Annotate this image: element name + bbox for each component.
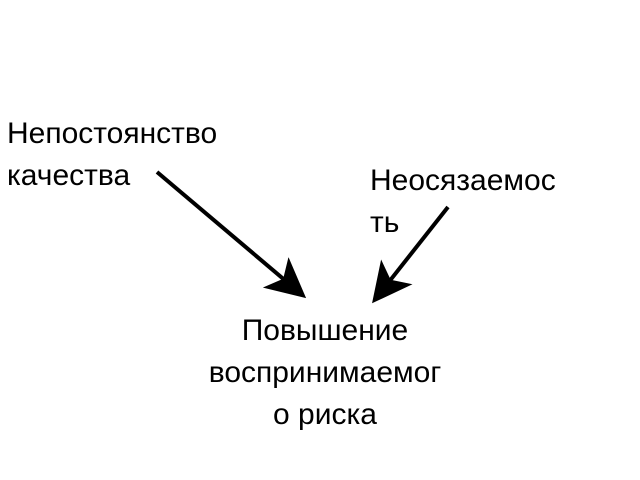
node-label-line: воспринимаемог xyxy=(208,356,442,389)
cause-node-quality-variability: Непостоянство качества xyxy=(7,113,217,197)
node-label-line: ть xyxy=(370,206,400,239)
node-label-line: Неосязаемос xyxy=(370,164,556,197)
node-label-line: Повышение xyxy=(241,314,409,347)
arrow-left-to-effect xyxy=(155,170,307,299)
arrow-right-to-effect xyxy=(372,205,450,304)
cause-node-intangibility: Неосязаемос ть xyxy=(370,160,556,244)
effect-node-perceived-risk: Повышение воспринимаемог о риска xyxy=(180,310,470,436)
node-label-line: Непостоянство xyxy=(7,117,218,150)
node-label-line: качества xyxy=(7,159,131,192)
node-label-line: о риска xyxy=(273,398,377,431)
